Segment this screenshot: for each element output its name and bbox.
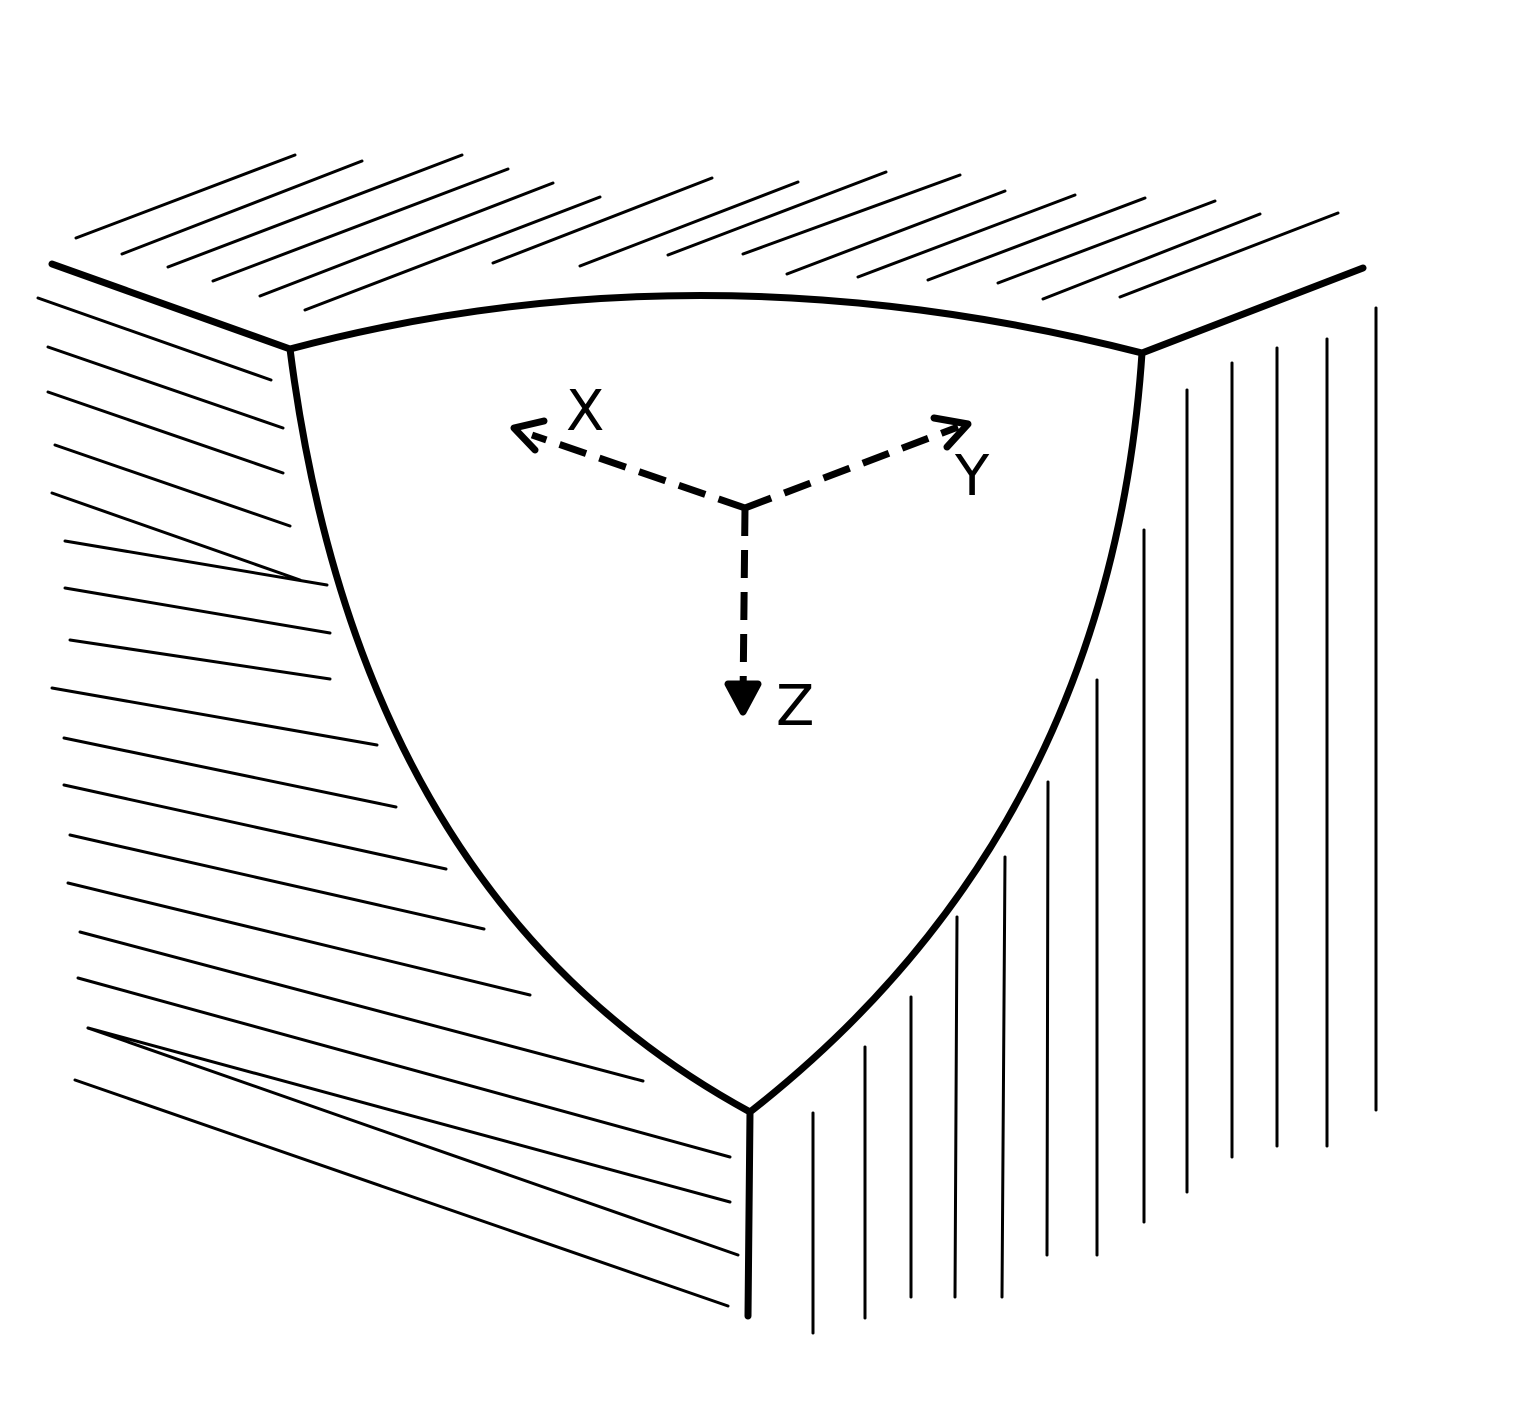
top-hatch-line	[785, 189, 1007, 276]
cutout-boundary	[286, 292, 1146, 1116]
z-axis-label: Z	[776, 674, 814, 739]
right-face-hatching	[811, 306, 1378, 1335]
left-hatch-line	[68, 638, 332, 681]
left-hatch-line	[62, 783, 448, 871]
x-arrowhead-icon	[510, 417, 548, 454]
left-hatch-line	[46, 390, 285, 475]
spherical-cutout	[286, 292, 1146, 1116]
y-axis-line	[743, 423, 960, 512]
x-axis-label: X	[566, 379, 604, 444]
left-hatch-line	[68, 833, 486, 931]
top-hatch-line	[120, 159, 364, 256]
left-hatch-line	[63, 539, 329, 587]
y-arrowhead-icon	[930, 414, 972, 451]
right-hatch-line	[953, 915, 959, 1299]
top-right-edge	[1138, 264, 1367, 357]
axis-arrowheads	[510, 414, 972, 716]
left-hatch-line	[73, 1078, 730, 1308]
top-hatch-line	[258, 181, 555, 298]
top-hatch-line	[303, 195, 602, 312]
left-hatch-line	[53, 443, 292, 528]
right-hatch-line	[1045, 780, 1050, 1257]
left-hatch-line	[86, 1026, 740, 1257]
top-hatch-line	[74, 153, 297, 240]
left-hatch-line	[78, 930, 645, 1083]
cube-edges	[48, 260, 1367, 1320]
left-hatch-line	[76, 976, 732, 1159]
top-hatch-line	[741, 173, 962, 256]
top-hatch-line	[491, 176, 714, 265]
coordinate-axes	[530, 423, 960, 701]
top-hatch-line	[166, 153, 464, 269]
z-axis-line	[739, 507, 749, 701]
y-axis-label: Y	[954, 444, 990, 509]
top-hatch-line	[926, 196, 1147, 282]
top-face-hatching	[74, 153, 1340, 312]
left-face-hatching	[36, 296, 740, 1308]
top-left-edge	[48, 260, 294, 353]
top-hatch-line	[1041, 212, 1262, 301]
left-hatch-line	[63, 586, 332, 635]
left-hatch-line	[46, 345, 285, 430]
left-hatch-line	[66, 881, 532, 997]
top-hatch-line	[856, 193, 1077, 279]
top-hatch-line	[1118, 211, 1340, 299]
left-hatch-line	[36, 296, 273, 382]
top-hatch-line	[666, 170, 888, 257]
top-hatch-line	[578, 180, 800, 268]
vertical-edge	[744, 1108, 754, 1320]
left-hatch-line	[62, 736, 398, 809]
left-hatch-line	[86, 1026, 732, 1204]
x-axis-line	[530, 431, 747, 512]
left-hatch-line	[50, 686, 379, 747]
top-hatch-line	[211, 167, 510, 283]
left-hatch-line	[50, 491, 302, 582]
right-hatch-line	[1000, 855, 1007, 1299]
top-hatch-line	[996, 199, 1217, 285]
z-arrowhead-icon	[724, 680, 762, 716]
